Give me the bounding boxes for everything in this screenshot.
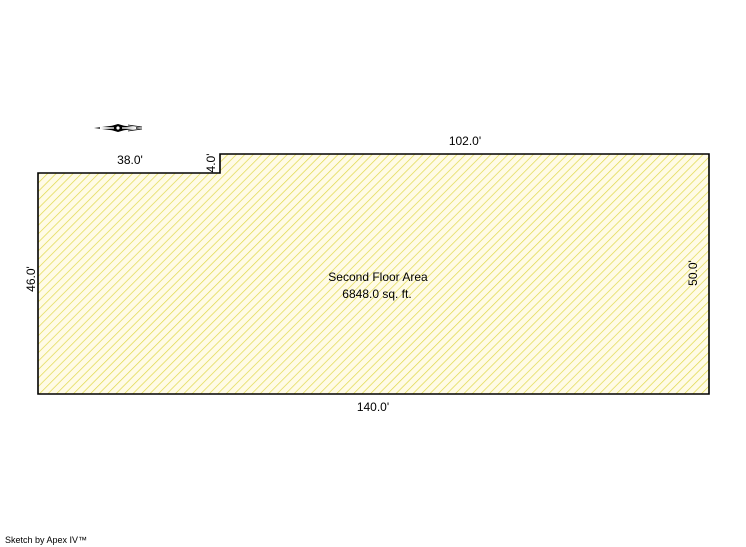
second-floor-area-shape [37,153,710,395]
dimension-right: 50.0' [686,260,700,286]
dimension-top-right: 102.0' [449,134,481,148]
dimension-left: 46.0' [24,266,38,292]
dimension-top-left: 38.0' [117,153,143,167]
area-name: Second Floor Area [328,270,428,284]
dimension-bottom: 140.0' [357,400,389,414]
dimension-step: 4.0' [204,154,218,173]
area-size: 6848.0 sq. ft. [342,287,411,301]
sketch-credit: Sketch by Apex IV™ [5,535,88,545]
compass-icon [94,124,143,132]
